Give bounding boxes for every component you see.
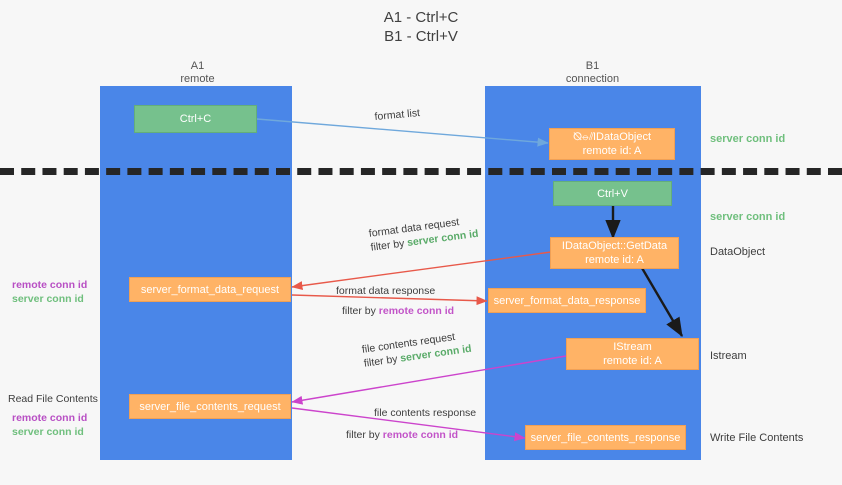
node-ctrl-v-label: Ctrl+V bbox=[597, 187, 628, 200]
left-remote-conn-id-2: remote conn id bbox=[12, 412, 88, 424]
node-set-clipboard-label: ⦰⦵⫽IDataObject bbox=[573, 130, 651, 144]
edge-label-file-contents-request: file contents request filter by server c… bbox=[361, 328, 472, 371]
node-ctrl-v[interactable]: Ctrl+V bbox=[553, 181, 672, 206]
node-format-data-request-label: server_format_data_request bbox=[140, 283, 280, 296]
node-set-clipboard-name: IDataObject bbox=[592, 131, 652, 143]
left-server-conn-id-1: server conn id bbox=[12, 293, 84, 305]
filter-by-prefix-1: filter by bbox=[369, 237, 408, 254]
node-file-contents-request[interactable]: server_file_contents_request bbox=[129, 394, 291, 419]
node-getdata-label: IDataObject::GetData bbox=[561, 240, 668, 252]
column-b1-sub: connection bbox=[565, 73, 620, 85]
column-a1-name: A1 bbox=[190, 60, 205, 72]
left-label-conn-ids-bottom: remote conn id server conn id bbox=[12, 411, 87, 439]
left-label-read-file-contents: Read File Contents bbox=[8, 392, 98, 406]
column-header-a1: A1 remote bbox=[140, 60, 255, 86]
edge-label-format-data-response-line1: format data response bbox=[336, 285, 436, 297]
edge-label-format-list-text: format list bbox=[374, 107, 421, 123]
node-ctrl-c[interactable]: Ctrl+C bbox=[134, 105, 257, 133]
edge-label-file-contents-response: file contents response filter by remote … bbox=[346, 406, 477, 442]
diagram-title: A1 - Ctrl+C B1 - Ctrl+V bbox=[0, 8, 842, 46]
node-set-clipboard-garble: ⦰⦵⫽ bbox=[572, 131, 594, 143]
node-set-clipboard-sub: remote id: A bbox=[582, 145, 642, 157]
filter-key-remote-conn-id-2: remote conn id bbox=[382, 429, 459, 441]
column-a1-sub: remote bbox=[180, 73, 215, 85]
left-remote-conn-id-1: remote conn id bbox=[12, 279, 88, 291]
node-file-contents-request-label: server_file_contents_request bbox=[139, 400, 281, 413]
edge-label-format-data-request: format data request filter by server con… bbox=[368, 213, 479, 255]
phase-divider bbox=[0, 168, 842, 175]
filter-by-prefix-4: filter by bbox=[346, 429, 383, 441]
node-file-contents-response-label: server_file_contents_response bbox=[530, 431, 681, 444]
edge-label-file-contents-response-line2: filter by remote conn id bbox=[346, 428, 476, 442]
right-label-server-conn-id-1: server conn id bbox=[710, 133, 786, 145]
right-label-istream: Istream bbox=[710, 350, 747, 362]
column-header-b1: B1 connection bbox=[535, 60, 650, 86]
node-set-clipboard[interactable]: ⦰⦵⫽IDataObject remote id: A bbox=[549, 128, 675, 160]
node-istream-label: IStream bbox=[613, 341, 652, 353]
node-getdata-sub: remote id: A bbox=[585, 254, 644, 266]
right-label-write-file-contents: Write File Contents bbox=[710, 432, 804, 444]
filter-by-prefix-2: filter by bbox=[342, 305, 379, 317]
left-label-conn-ids-top: remote conn id server conn id bbox=[12, 278, 87, 306]
node-format-data-request[interactable]: server_format_data_request bbox=[129, 277, 291, 302]
right-label-server-conn-id-2: server conn id bbox=[710, 211, 786, 223]
title-line-1: A1 - Ctrl+C bbox=[383, 9, 459, 26]
right-label-dataobject: DataObject bbox=[710, 246, 766, 258]
edge-label-file-contents-response-line1: file contents response bbox=[374, 407, 477, 419]
node-file-contents-response[interactable]: server_file_contents_response bbox=[525, 425, 686, 450]
filter-by-prefix-3: filter by bbox=[363, 352, 402, 370]
left-server-conn-id-2: server conn id bbox=[12, 426, 84, 438]
node-ctrl-c-label: Ctrl+C bbox=[179, 113, 212, 125]
node-format-data-response-label: server_format_data_response bbox=[493, 294, 641, 307]
read-file-contents-text: Read File Contents bbox=[8, 393, 98, 405]
edge-label-format-data-response: format data response filter by remote co… bbox=[336, 284, 454, 318]
node-istream[interactable]: IStream remote id: A bbox=[566, 338, 699, 370]
node-format-data-response[interactable]: server_format_data_response bbox=[488, 288, 646, 313]
title-line-2: B1 - Ctrl+V bbox=[384, 28, 458, 45]
edge-label-format-data-response-line2: filter by remote conn id bbox=[342, 304, 454, 318]
filter-key-remote-conn-id-1: remote conn id bbox=[378, 305, 455, 317]
edge-label-format-list: format list bbox=[374, 106, 421, 124]
column-b1-name: B1 bbox=[585, 60, 600, 72]
node-getdata[interactable]: IDataObject::GetData remote id: A bbox=[550, 237, 679, 269]
node-istream-sub: remote id: A bbox=[603, 355, 662, 367]
